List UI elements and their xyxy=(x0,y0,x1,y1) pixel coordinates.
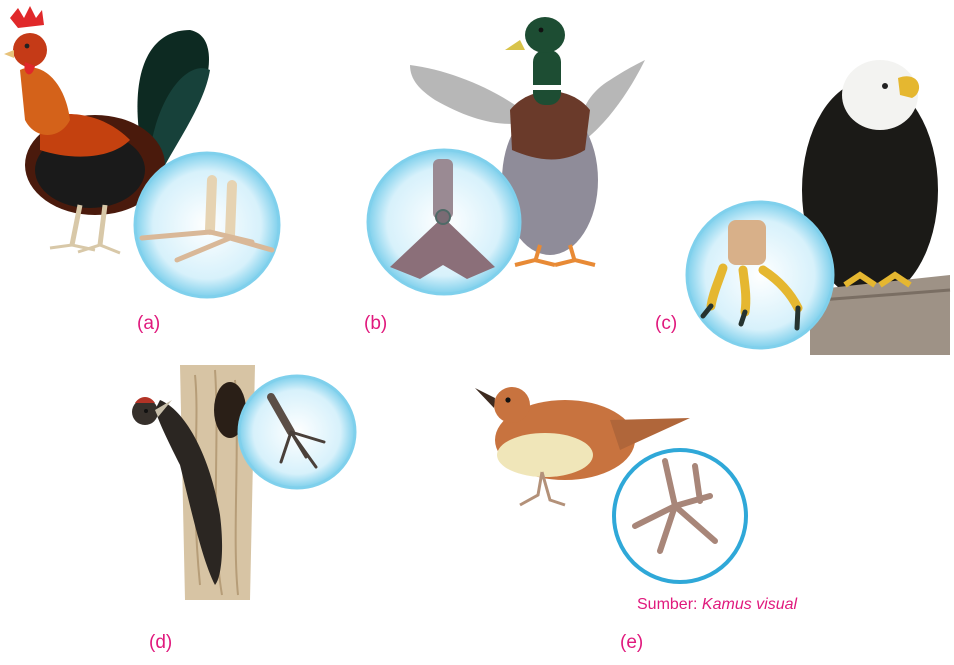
duck-foot-lens xyxy=(365,147,523,297)
source-caption: Sumber: Kamus visual xyxy=(637,596,797,614)
rooster-foot-lens xyxy=(132,150,282,300)
figure-a-label: (a) xyxy=(137,313,160,335)
figure-c-label: (c) xyxy=(655,313,677,335)
caption-prefix: Sumber: xyxy=(637,596,697,613)
figure-b-label: (b) xyxy=(364,313,387,335)
eagle-talon-lens xyxy=(683,198,838,353)
figure-d-label: (d) xyxy=(149,632,172,654)
figure-c: (c) xyxy=(650,0,954,360)
figure-e: Sumber: Kamus visual (e) xyxy=(470,360,770,660)
caption-source: Kamus visual xyxy=(702,596,797,613)
songbird-foot-lens xyxy=(610,446,750,586)
figure-e-label: (e) xyxy=(620,632,643,654)
figure-b: (b) xyxy=(360,0,660,345)
figure-d: (d) xyxy=(110,365,380,665)
figure-a: (a) xyxy=(0,0,300,345)
woodpecker-foot-lens xyxy=(236,372,358,492)
